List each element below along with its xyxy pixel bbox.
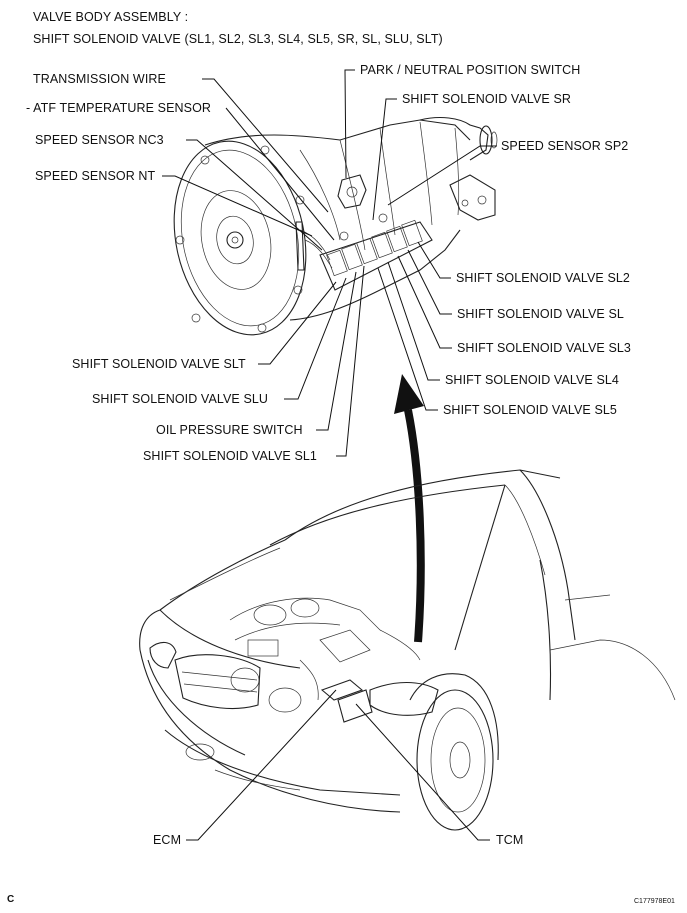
label-speed-sensor-nt: SPEED SENSOR NT (35, 169, 156, 183)
label-ecm: ECM (153, 833, 182, 847)
header-line-2: SHIFT SOLENOID VALVE (SL1, SL2, SL3, SL4… (33, 32, 443, 46)
label-shift-solenoid-valve-sr: SHIFT SOLENOID VALVE SR (402, 92, 572, 106)
label-shift-solenoid-valve-sl1: SHIFT SOLENOID VALVE SL1 (143, 449, 317, 463)
car-drawing (139, 469, 676, 831)
label-oil-pressure-switch: OIL PRESSURE SWITCH (156, 423, 303, 437)
label-shift-solenoid-valve-slu: SHIFT SOLENOID VALVE SLU (92, 392, 269, 406)
label-shift-solenoid-valve-sl: SHIFT SOLENOID VALVE SL (457, 307, 624, 321)
transmission-drawing (173, 116, 498, 336)
label-speed-sensor-nc3: SPEED SENSOR NC3 (35, 133, 164, 147)
label-shift-solenoid-valve-sl5: SHIFT SOLENOID VALVE SL5 (443, 403, 617, 417)
label-shift-solenoid-valve-sl3: SHIFT SOLENOID VALVE SL3 (457, 341, 631, 355)
label-shift-solenoid-valve-sl4: SHIFT SOLENOID VALVE SL4 (445, 373, 619, 387)
figure-code: C177978E01 (634, 898, 675, 905)
label-atf-temperature-sensor: - ATF TEMPERATURE SENSOR (26, 101, 212, 115)
label-transmission-wire: TRANSMISSION WIRE (33, 72, 166, 86)
label-shift-solenoid-valve-slt: SHIFT SOLENOID VALVE SLT (72, 357, 246, 371)
curved-arrow (394, 374, 425, 643)
header-line-1: VALVE BODY ASSEMBLY : (33, 10, 189, 24)
leader-lines-transmission (162, 69, 497, 457)
leader-lines-car (186, 689, 490, 841)
label-tcm: TCM (496, 833, 524, 847)
label-park-neutral-position-switch: PARK / NEUTRAL POSITION SWITCH (360, 63, 581, 77)
label-shift-solenoid-valve-sl2: SHIFT SOLENOID VALVE SL2 (456, 271, 630, 285)
label-speed-sensor-sp2: SPEED SENSOR SP2 (501, 139, 629, 153)
corner-mark: C (7, 894, 15, 905)
